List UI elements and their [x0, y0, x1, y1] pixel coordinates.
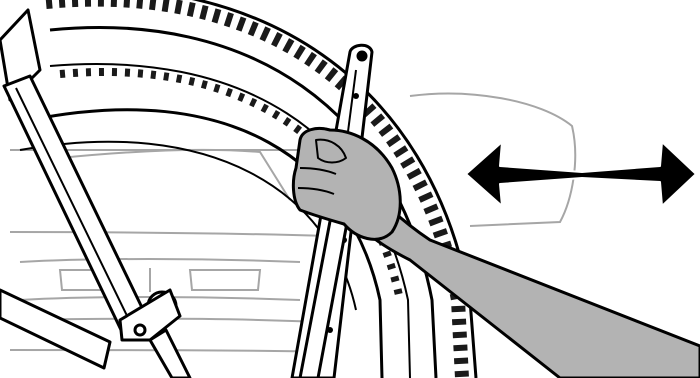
frame-lower-tube: [148, 328, 192, 378]
hand-and-arm: [291, 126, 700, 378]
frame-tube: [2, 74, 150, 334]
fist: [291, 126, 402, 241]
thumb: [315, 138, 347, 164]
car-rear-window: [409, 92, 577, 227]
car-body-line: [9, 231, 331, 237]
rack-arm-pin: [356, 50, 368, 62]
rack-arm-rivet-1: [353, 93, 359, 99]
rim-edge: [29, 108, 384, 378]
tire-tread: [45, 0, 469, 378]
dropout-bolt: [133, 323, 147, 337]
chain-stay: [0, 288, 112, 370]
frame-tube-inner: [15, 87, 133, 327]
double-headed-horizontal-arrow-icon: [465, 141, 697, 207]
tire-outer-edge: [191, 0, 478, 378]
car-trunk-edge: [59, 149, 291, 201]
rear-tire: [19, 0, 478, 378]
finger-line-2: [297, 187, 335, 195]
finger-line-1: [299, 167, 337, 175]
bike-frame: [0, 8, 192, 378]
